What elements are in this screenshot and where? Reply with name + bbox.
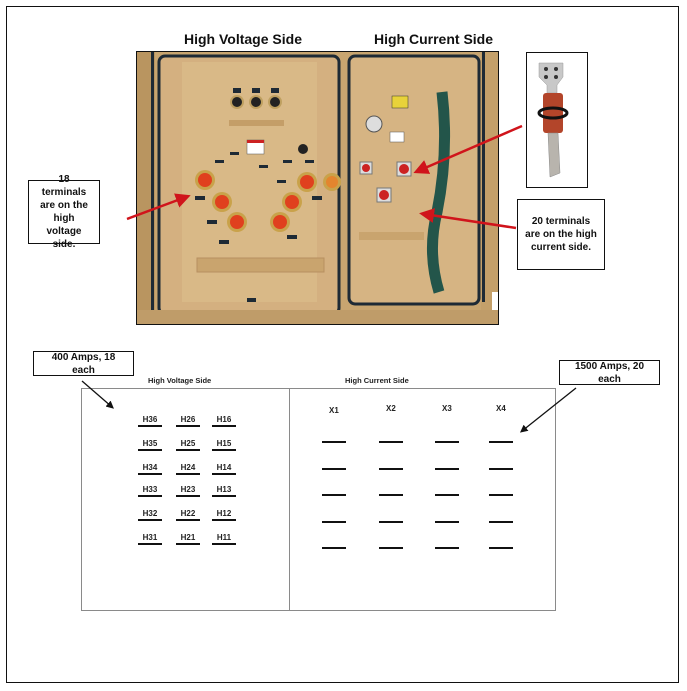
hv-terminal-h24: H24 [176,463,200,475]
hv-terminal-bushings [195,170,341,232]
hv-terminal-h21: H21 [176,533,200,545]
cabinet-illustration [137,52,498,324]
hv-terminal-h11: H11 [212,533,236,545]
hc-column-label-x3: X3 [442,404,452,413]
hc-terminal-x3-1 [435,441,459,443]
hv-terminal-h15: H15 [212,439,236,451]
hc-terminal-x3-3 [435,494,459,496]
callout-hv-terminals: 18 terminals are on the high voltage sid… [28,174,100,250]
hv-terminal-h33: H33 [138,485,162,497]
hc-terminal-x4-4 [489,520,513,523]
hv-terminal-h22: H22 [176,509,200,521]
cabinet-photo [136,51,499,325]
hc-terminal-x4-2 [489,467,513,470]
hv-terminal-h26: H26 [176,415,200,427]
hc-terminal-bushings [359,161,412,203]
hc-terminal-x2-1 [379,441,403,443]
hc-terminal-x3-5 [435,547,459,549]
diagram-divider [289,389,290,610]
hv-terminal-h23: H23 [176,485,200,497]
hv-terminal-h25: H25 [176,439,200,451]
hv-terminal-h32: H32 [138,509,162,521]
hc-terminal-x2-4 [379,520,403,523]
hc-terminal-x3-2 [435,467,459,470]
hc-terminal-x3-4 [435,520,459,523]
hc-compartment [347,54,481,306]
hc-terminal-x1-1 [322,441,346,443]
bushing-illustration [537,62,569,178]
hv-terminal-h31: H31 [138,533,162,545]
top-switches [229,88,284,126]
hv-terminal-h13: H13 [212,485,236,497]
hc-terminal-x1-4 [322,520,346,523]
hv-terminal-h36: H36 [138,415,162,427]
callout-hc-terminals: 20 terminals are on the high current sid… [517,199,605,270]
hc-terminal-x4-3 [489,494,513,496]
hc-terminal-x2-2 [379,467,403,470]
hv-terminal-h12: H12 [212,509,236,521]
hc-terminal-x4-5 [489,547,513,549]
hc-terminal-x1-3 [322,494,346,496]
callout-hc-rating: 1500 Amps, 20 each [559,360,660,385]
diagram-hv-title: High Voltage Side [148,376,212,385]
left-door-edge [137,52,155,324]
hc-column-label-x2: X2 [386,404,396,413]
hc-terminal-x2-3 [379,494,403,496]
hc-terminal-x1-5 [322,547,346,549]
hc-terminal-x4-1 [489,441,513,443]
bushing-insert-photo [526,52,588,188]
diagram-hc-title: High Current Side [345,376,409,385]
header-high-voltage-side: High Voltage Side [184,31,302,47]
page-border [6,6,679,683]
gauge-knob [298,144,308,154]
hv-terminal-h34: H34 [138,463,162,475]
hc-column-label-x1: X1 [329,406,339,415]
hc-terminal-x1-2 [322,467,346,470]
pressure-gauge [365,115,383,133]
hv-terminal-h16: H16 [212,415,236,427]
hc-terminal-x2-5 [379,547,403,549]
callout-hv-rating: 400 Amps, 18 each [33,351,134,376]
hv-terminal-h35: H35 [138,439,162,451]
header-high-current-side: High Current Side [374,31,494,47]
hc-column-label-x4: X4 [496,404,506,413]
hv-terminal-h14: H14 [212,463,236,475]
